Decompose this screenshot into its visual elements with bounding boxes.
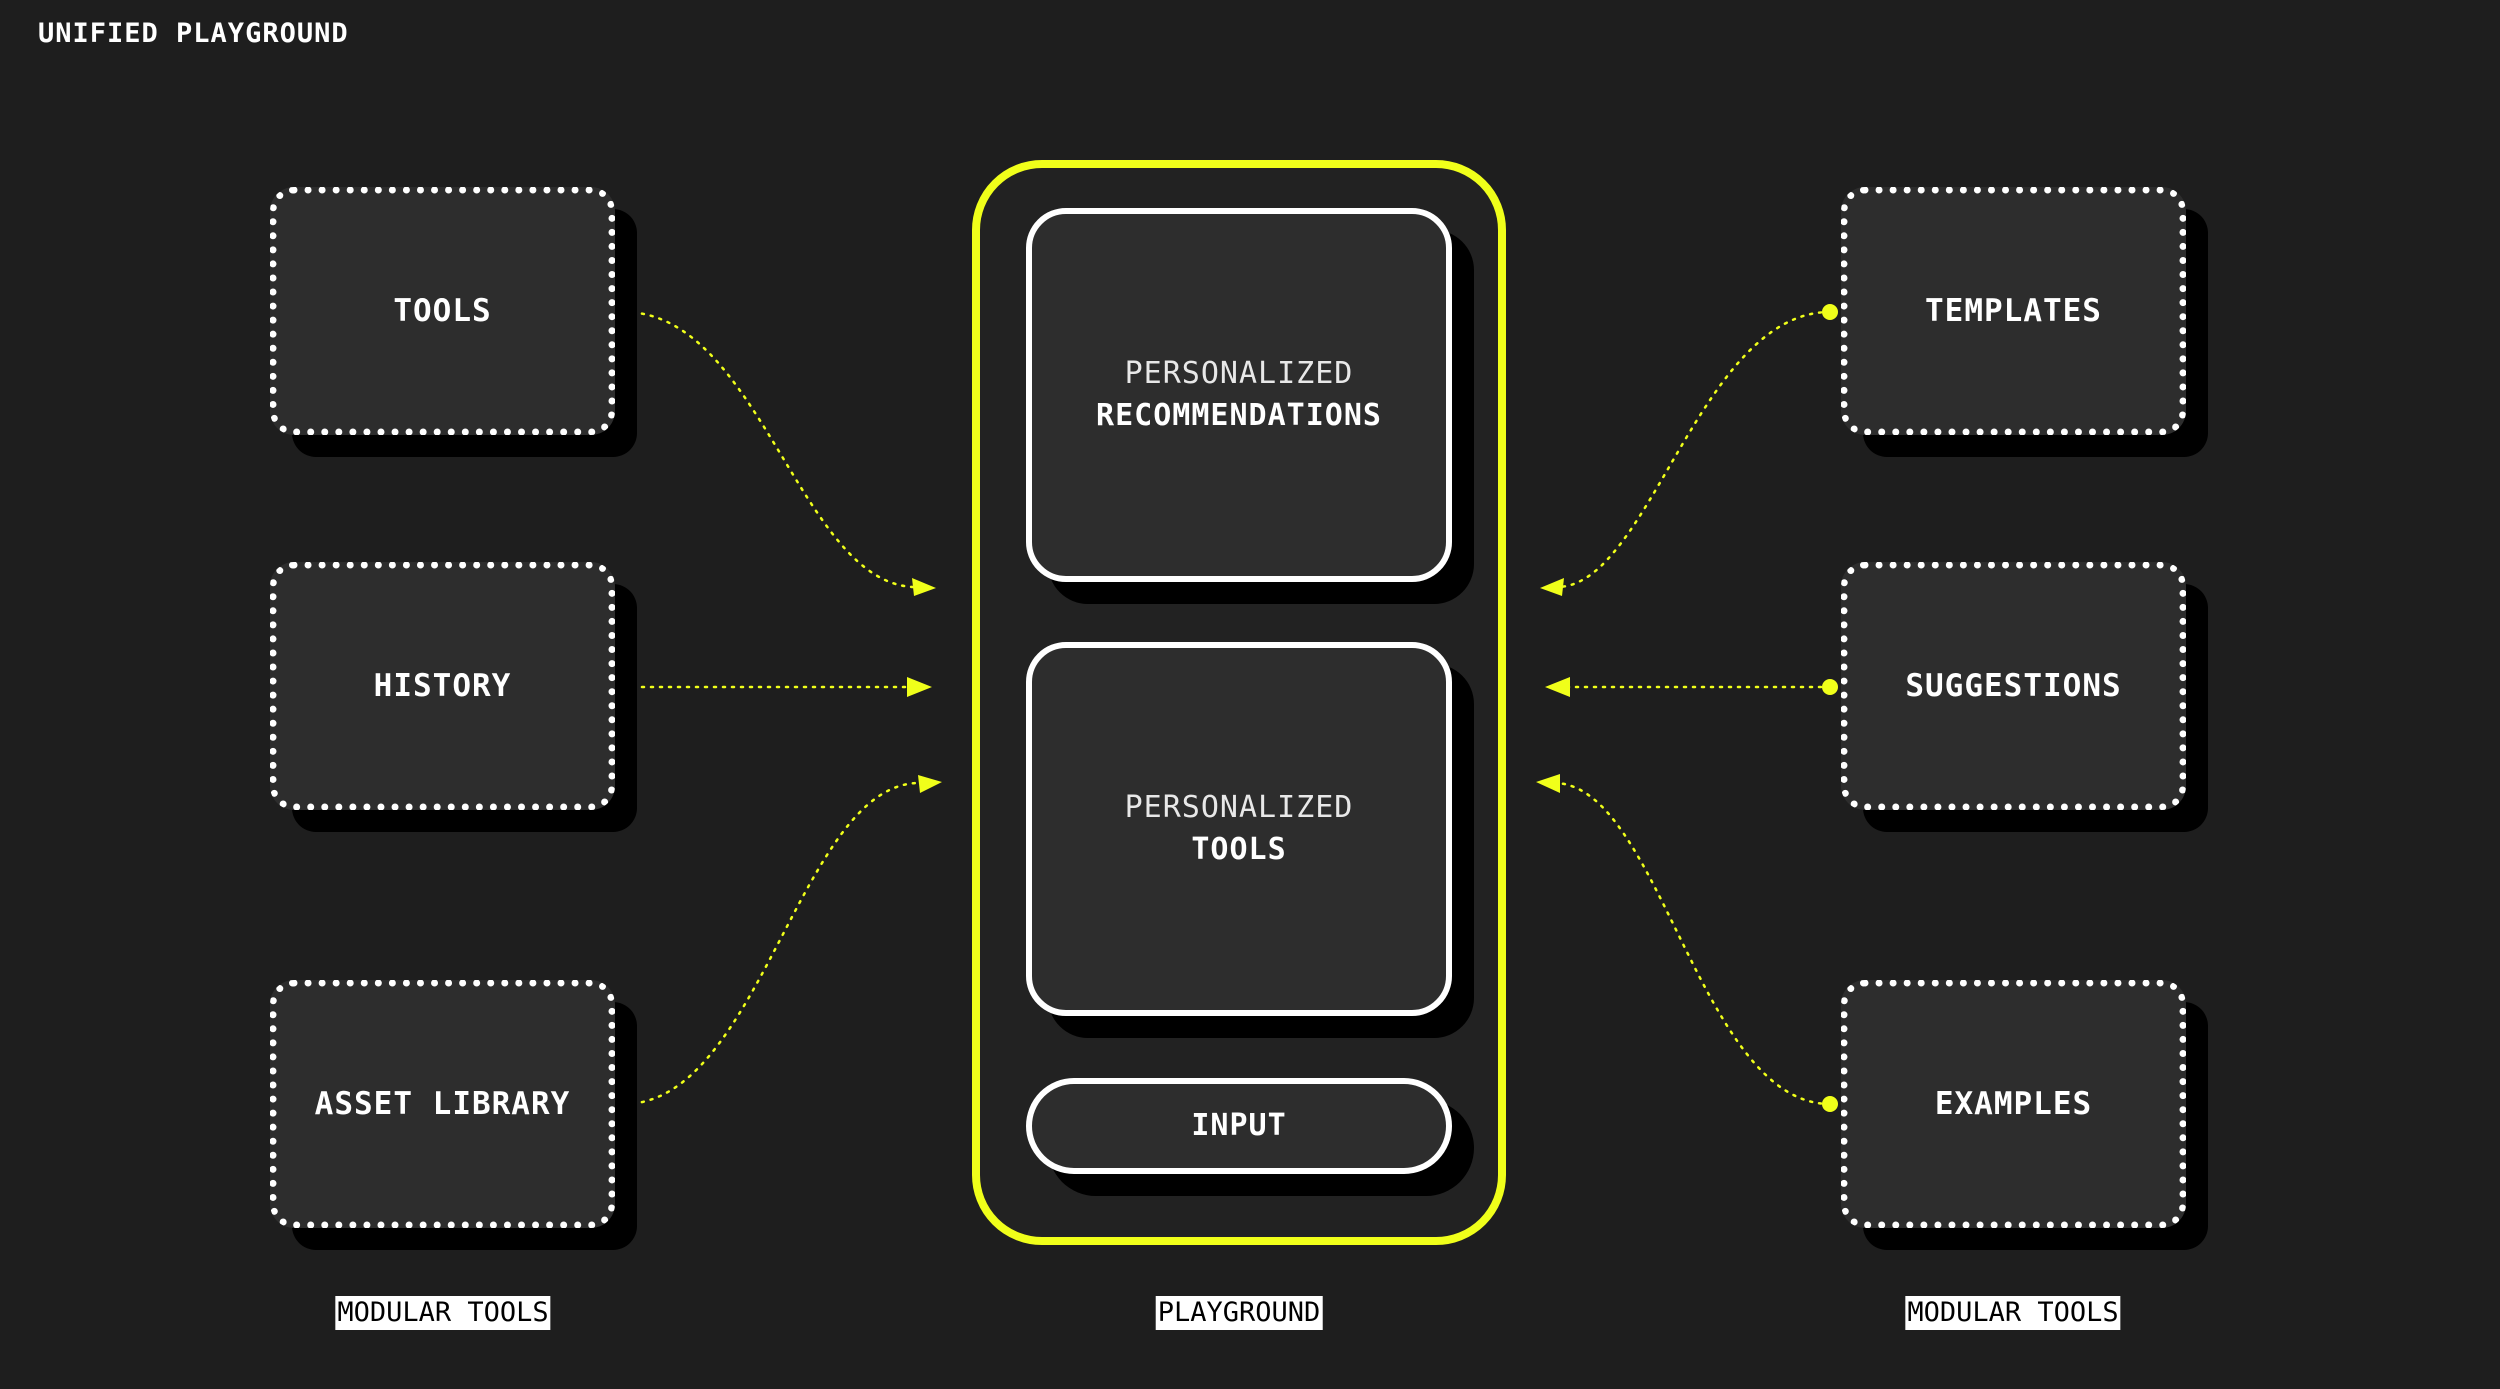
card-face: PERSONALIZED TOOLS [1026, 642, 1452, 1016]
card-personalized-tools[interactable]: PERSONALIZED TOOLS [1026, 642, 1474, 1038]
arrowhead-suggestions [1545, 677, 1570, 697]
module-label: ASSET LIBRARY [314, 1086, 571, 1122]
module-face: TEMPLATES [1841, 187, 2186, 435]
module-face: TOOLS [270, 187, 615, 435]
caption-left-modular-tools: MODULAR TOOLS [335, 1296, 551, 1330]
module-label: HISTORY [373, 668, 512, 704]
card-personalized-recommendations[interactable]: PERSONALIZED RECOMMENDATIONS [1026, 208, 1474, 604]
card-light-text: PERSONALIZED [1124, 790, 1354, 825]
module-label: EXAMPLES [1934, 1086, 2093, 1122]
card-bold-text: TOOLS [1191, 832, 1287, 867]
module-face: HISTORY [270, 562, 615, 810]
arrowhead-history [907, 677, 932, 697]
card-face: INPUT [1026, 1078, 1452, 1174]
card-bold-text: RECOMMENDATIONS [1096, 398, 1382, 433]
module-templates[interactable]: TEMPLATES [1841, 187, 2208, 457]
page-title: UNIFIED PLAYGROUND [38, 18, 349, 49]
module-examples[interactable]: EXAMPLES [1841, 980, 2208, 1250]
module-history[interactable]: HISTORY [270, 562, 637, 832]
module-label: SUGGESTIONS [1905, 668, 2122, 704]
arrowhead-tools [912, 578, 936, 596]
module-face: ASSET LIBRARY [270, 980, 615, 1228]
connector-dot-suggestions [1822, 679, 1838, 695]
caption-right-modular-tools: MODULAR TOOLS [1905, 1296, 2121, 1330]
caption-playground: PLAYGROUND [1155, 1296, 1323, 1330]
card-light-text: PERSONALIZED [1124, 356, 1354, 391]
connector-dot-templates [1822, 304, 1838, 320]
connector-asset-library-to-playground [622, 781, 920, 1106]
module-label: TOOLS [393, 293, 492, 329]
module-suggestions[interactable]: SUGGESTIONS [1841, 562, 2208, 832]
module-tools[interactable]: TOOLS [270, 187, 637, 457]
input-field[interactable]: INPUT [1026, 1078, 1474, 1196]
module-label: TEMPLATES [1925, 293, 2102, 329]
arrowhead-templates [1540, 578, 1564, 596]
connector-dot-examples [1822, 1096, 1838, 1112]
module-face: EXAMPLES [1841, 980, 2186, 1228]
connector-templates-to-playground [1556, 310, 1832, 589]
card-face: PERSONALIZED RECOMMENDATIONS [1026, 208, 1452, 582]
connector-tools-to-playground [622, 310, 917, 589]
connector-examples-to-playground [1553, 781, 1832, 1106]
arrowhead-asset-library [918, 775, 942, 793]
module-face: SUGGESTIONS [1841, 562, 2186, 810]
module-asset-library[interactable]: ASSET LIBRARY [270, 980, 637, 1250]
input-label: INPUT [1191, 1108, 1287, 1143]
arrowhead-examples [1536, 774, 1560, 793]
